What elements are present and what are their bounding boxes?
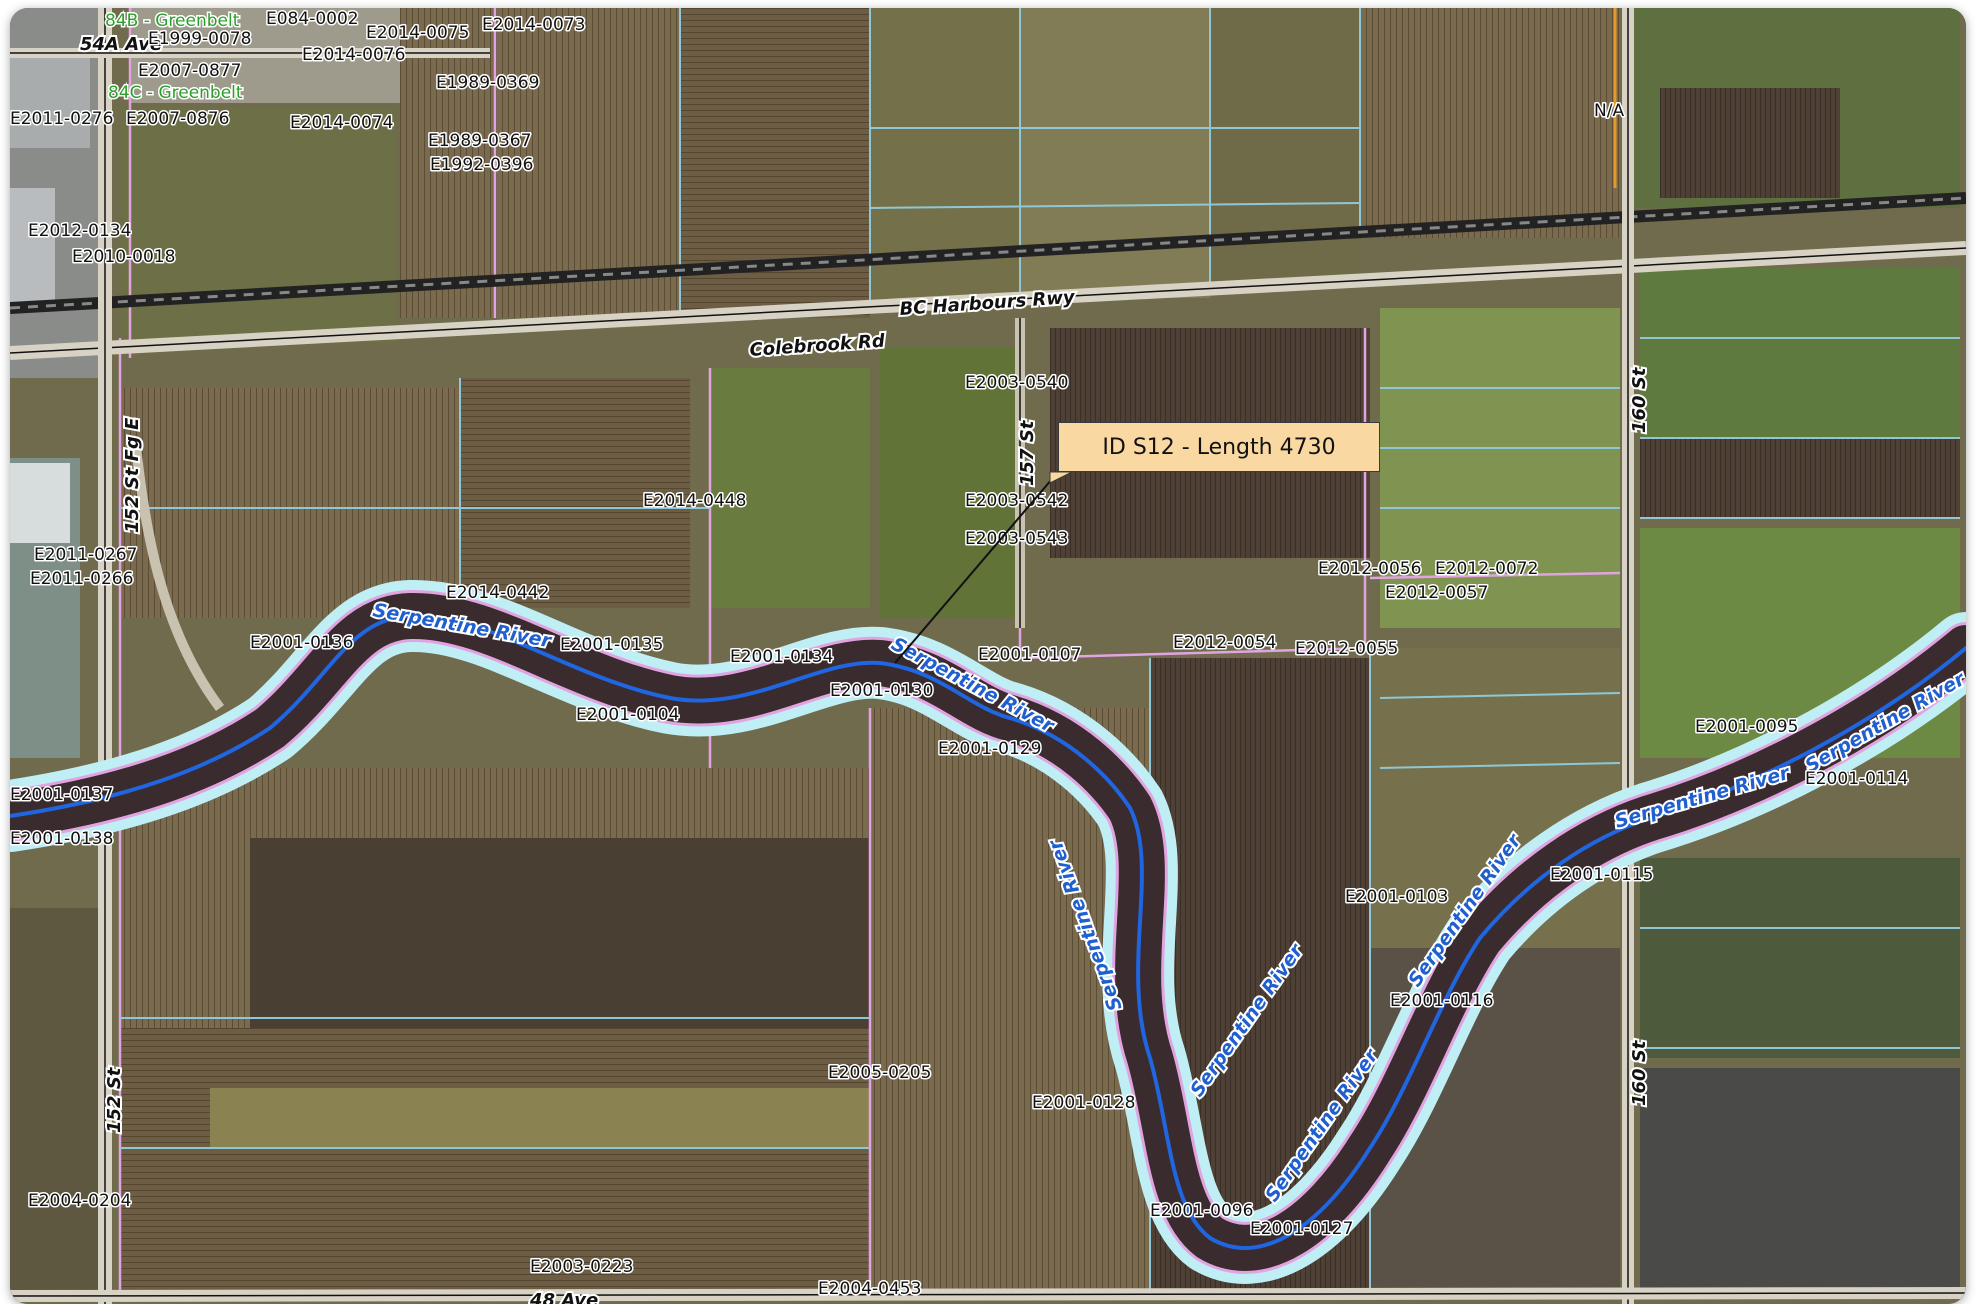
parcel-label: E2014-0076 xyxy=(302,45,405,65)
parcel-label: E2014-0448 xyxy=(643,491,746,511)
callout-leader-line xyxy=(894,471,1059,664)
parcel-label: E1989-0367 xyxy=(428,131,531,151)
road-label-152-st-fg-e: 152 St Fg E xyxy=(122,417,143,533)
parcel-label: E2014-0442 xyxy=(446,583,549,603)
parcel-label: E2010-0018 xyxy=(72,247,175,267)
parcel-label: E2012-0134 xyxy=(28,221,131,241)
parcel-label: E2001-0138 xyxy=(10,829,113,849)
parcel-label: E2003-0540 xyxy=(965,373,1068,393)
parcel-label: E2007-0876 xyxy=(126,109,229,129)
parcel-label: E2001-0103 xyxy=(1345,887,1448,907)
road-label-160-st-north: 160 St xyxy=(1629,366,1650,433)
parcel-label: E2014-0075 xyxy=(366,23,469,43)
parcel-label: E2012-0057 xyxy=(1385,583,1488,603)
parcel-label: N/A xyxy=(1594,101,1624,121)
road-label-48-ave: 48 Ave xyxy=(529,1290,598,1304)
parcel-label: E2001-0095 xyxy=(1695,717,1798,737)
parcel-label: E2012-0055 xyxy=(1295,639,1398,659)
callout-text: ID S12 - Length 4730 xyxy=(1102,434,1336,460)
greenbelt-label-84b: 84B - Greenbelt xyxy=(105,11,240,31)
parcel-label: E2001-0134 xyxy=(730,647,833,667)
greenbelt-label-84c: 84C - Greenbelt xyxy=(108,83,243,103)
parcel-label: E2012-0072 xyxy=(1435,559,1538,579)
roads xyxy=(10,8,1966,1304)
parcel-label: E2001-0116 xyxy=(1390,991,1493,1011)
parcel-label: E2005-0205 xyxy=(828,1063,931,1083)
parcel-label: E2012-0054 xyxy=(1173,633,1276,653)
parcel-label: E2011-0276 xyxy=(10,109,113,129)
greenbelt-labels: 84B - Greenbelt 84C - Greenbelt xyxy=(104,10,245,105)
map-view[interactable]: 54A Ave BC Harbours Rwy Colebrook Rd 152… xyxy=(10,8,1966,1304)
parcel-label: E2001-0114 xyxy=(1805,769,1908,789)
parcel-label: E2014-0073 xyxy=(482,15,585,35)
parcel-label: E2001-0104 xyxy=(576,705,679,725)
parcel-label: E2001-0107 xyxy=(978,645,1081,665)
road-label-160-st-south: 160 St xyxy=(1629,1039,1650,1106)
parcel-label: E2001-0130 xyxy=(830,681,933,701)
parcel-label: E2001-0137 xyxy=(10,785,113,805)
callout-pointer xyxy=(1049,471,1073,484)
parcel-label: E2001-0129 xyxy=(938,739,1041,759)
parcel-label: E2003-0543 xyxy=(965,529,1068,549)
serpentine-river xyxy=(10,580,1966,1284)
parcel-label: E1989-0369 xyxy=(436,73,539,93)
parcel-label: E2007-0877 xyxy=(138,61,241,81)
parcel-label: E2011-0267 xyxy=(34,545,137,565)
parcel-label: E2003-0223 xyxy=(530,1257,633,1277)
parcel-label: E2004-0204 xyxy=(28,1191,131,1211)
parcel-label: E2014-0074 xyxy=(290,113,393,133)
parcel-label: E2001-0136 xyxy=(250,633,353,653)
road-label-54a-ave: 54A Ave xyxy=(80,34,162,55)
parcel-label: E2001-0127 xyxy=(1250,1219,1353,1239)
parcel-label: E2001-0135 xyxy=(560,635,663,655)
aerial-map[interactable]: 54A Ave BC Harbours Rwy Colebrook Rd 152… xyxy=(10,8,1966,1304)
road-label-152-st: 152 St xyxy=(104,1066,125,1133)
parcel-label: E2001-0128 xyxy=(1032,1093,1135,1113)
road-label-157-st: 157 St xyxy=(1017,419,1038,486)
parcel-label: E2004-0453 xyxy=(818,1279,921,1299)
parcel-label: E1992-0396 xyxy=(430,155,533,175)
feature-callout[interactable]: ID S12 - Length 4730 xyxy=(1058,422,1380,472)
parcel-label: E084-0002 xyxy=(266,9,359,29)
parcel-label: E2001-0115 xyxy=(1550,865,1653,885)
parcel-labels: E084-0002 E2014-0075 E2014-0073 E1999-00… xyxy=(10,8,1910,1301)
parcel-label: E2001-0096 xyxy=(1150,1201,1253,1221)
parcel-label: E2011-0266 xyxy=(30,569,133,589)
terrain xyxy=(10,8,1966,1304)
parcel-label: E2003-0542 xyxy=(965,491,1068,511)
parcel-label: E2012-0056 xyxy=(1318,559,1421,579)
parcel-label: E1999-0078 xyxy=(148,29,251,49)
